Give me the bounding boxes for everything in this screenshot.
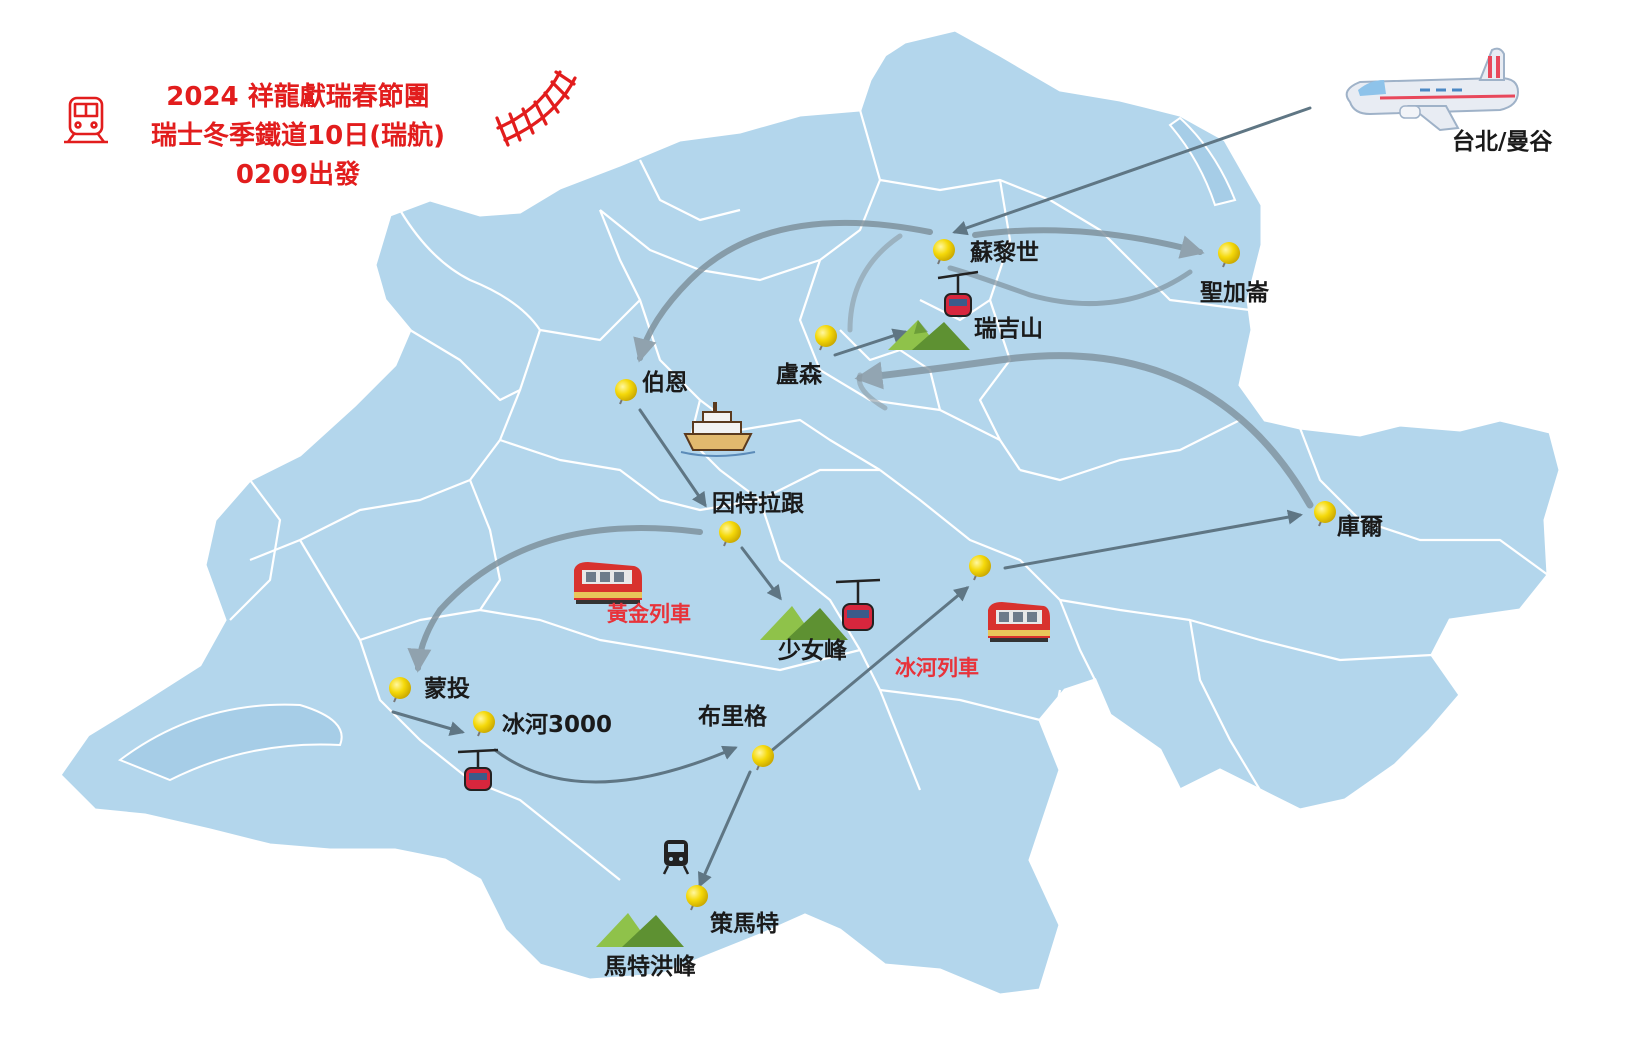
title-line-3: 0209出發 (235, 160, 361, 190)
mountain-icon (596, 913, 684, 947)
mountain-icon (888, 320, 970, 350)
cable-car-icon (457, 748, 499, 791)
train-icon (662, 840, 690, 875)
tour-title: 2024 祥龍獻瑞春節團 瑞士冬季鐵道10日(瑞航) 0209出發 (118, 78, 478, 195)
label-montreux[interactable]: 蒙投 (424, 676, 470, 702)
route-rigi-lucerne-curve (847, 233, 903, 333)
lake-geneva (117, 703, 343, 782)
label-zermatt[interactable]: 策馬特 (710, 911, 779, 937)
label-bern[interactable]: 伯恩 (642, 370, 688, 396)
pin-montreux[interactable] (389, 677, 411, 703)
label-lucerne[interactable]: 盧森 (776, 362, 822, 388)
label-matterhorn[interactable]: 馬特洪峰 (604, 954, 696, 980)
route-brig-zermatt (697, 770, 752, 888)
label-jungfrau[interactable]: 少女峰 (778, 638, 847, 664)
label-brig[interactable]: 布里格 (698, 704, 767, 730)
label-golden-pass[interactable]: 黃金列車 (607, 602, 691, 626)
pin-glacier3000[interactable] (473, 711, 495, 737)
pin-zermatt[interactable] (686, 885, 708, 911)
pin-zurich[interactable] (933, 239, 955, 265)
pins (389, 239, 1336, 911)
train-front-icon (64, 96, 108, 144)
pin-interlaken[interactable] (719, 521, 741, 547)
pin-lucerne[interactable] (815, 325, 837, 351)
route-zurich-stgallen (972, 227, 1205, 259)
pin-brig[interactable] (752, 745, 774, 771)
title-line-2: 瑞士冬季鐵道10日(瑞航) (151, 121, 445, 151)
lake-constance (1168, 116, 1237, 207)
route-chur-lucerne (854, 352, 1314, 509)
route-lucerne-curl (856, 372, 888, 411)
route-brig-andermatt (768, 586, 970, 754)
railway-track-icon (495, 70, 577, 147)
pin-andermatt[interactable] (969, 555, 991, 581)
route-bern-interlaken (638, 408, 707, 508)
route-andermatt-chur (1003, 509, 1303, 570)
airplane-icon (1345, 47, 1520, 132)
label-zurich[interactable]: 蘇黎世 (970, 240, 1039, 266)
golden-pass-train-icon (574, 562, 642, 604)
route-flight-zurich (952, 106, 1312, 236)
label-glacier-express[interactable]: 冰河列車 (895, 656, 979, 680)
route-montreux-glacier3000 (391, 710, 465, 736)
pin-bern[interactable] (615, 379, 637, 405)
route-interlaken-jungfrau (740, 546, 782, 601)
cable-car-icon (835, 578, 881, 631)
route-arrows (391, 106, 1314, 888)
glacier-express-train-icon (988, 602, 1050, 642)
label-chur[interactable]: 庫爾 (1337, 514, 1383, 540)
label-glacier3000[interactable]: 冰河3000 (502, 712, 613, 738)
title-line-1: 2024 祥龍獻瑞春節團 (166, 82, 430, 112)
label-rigi[interactable]: 瑞吉山 (974, 316, 1043, 342)
route-lucerne-rigi (833, 328, 908, 357)
route-zurich-bern (633, 219, 933, 363)
mountain-icon (760, 606, 848, 640)
pin-chur[interactable] (1314, 501, 1336, 527)
switzerland-land (58, 28, 1562, 997)
ferry-icon (680, 402, 756, 457)
label-interlaken[interactable]: 因特拉跟 (712, 491, 804, 517)
pin-st-gallen[interactable] (1218, 242, 1240, 268)
route-interlaken-montreux (407, 525, 703, 673)
cable-car-icon (937, 270, 979, 317)
label-st-gallen[interactable]: 聖加崙 (1200, 280, 1269, 306)
route-glacier3000-brig (493, 745, 738, 784)
origin-label: 台北/曼谷 (1452, 129, 1553, 155)
